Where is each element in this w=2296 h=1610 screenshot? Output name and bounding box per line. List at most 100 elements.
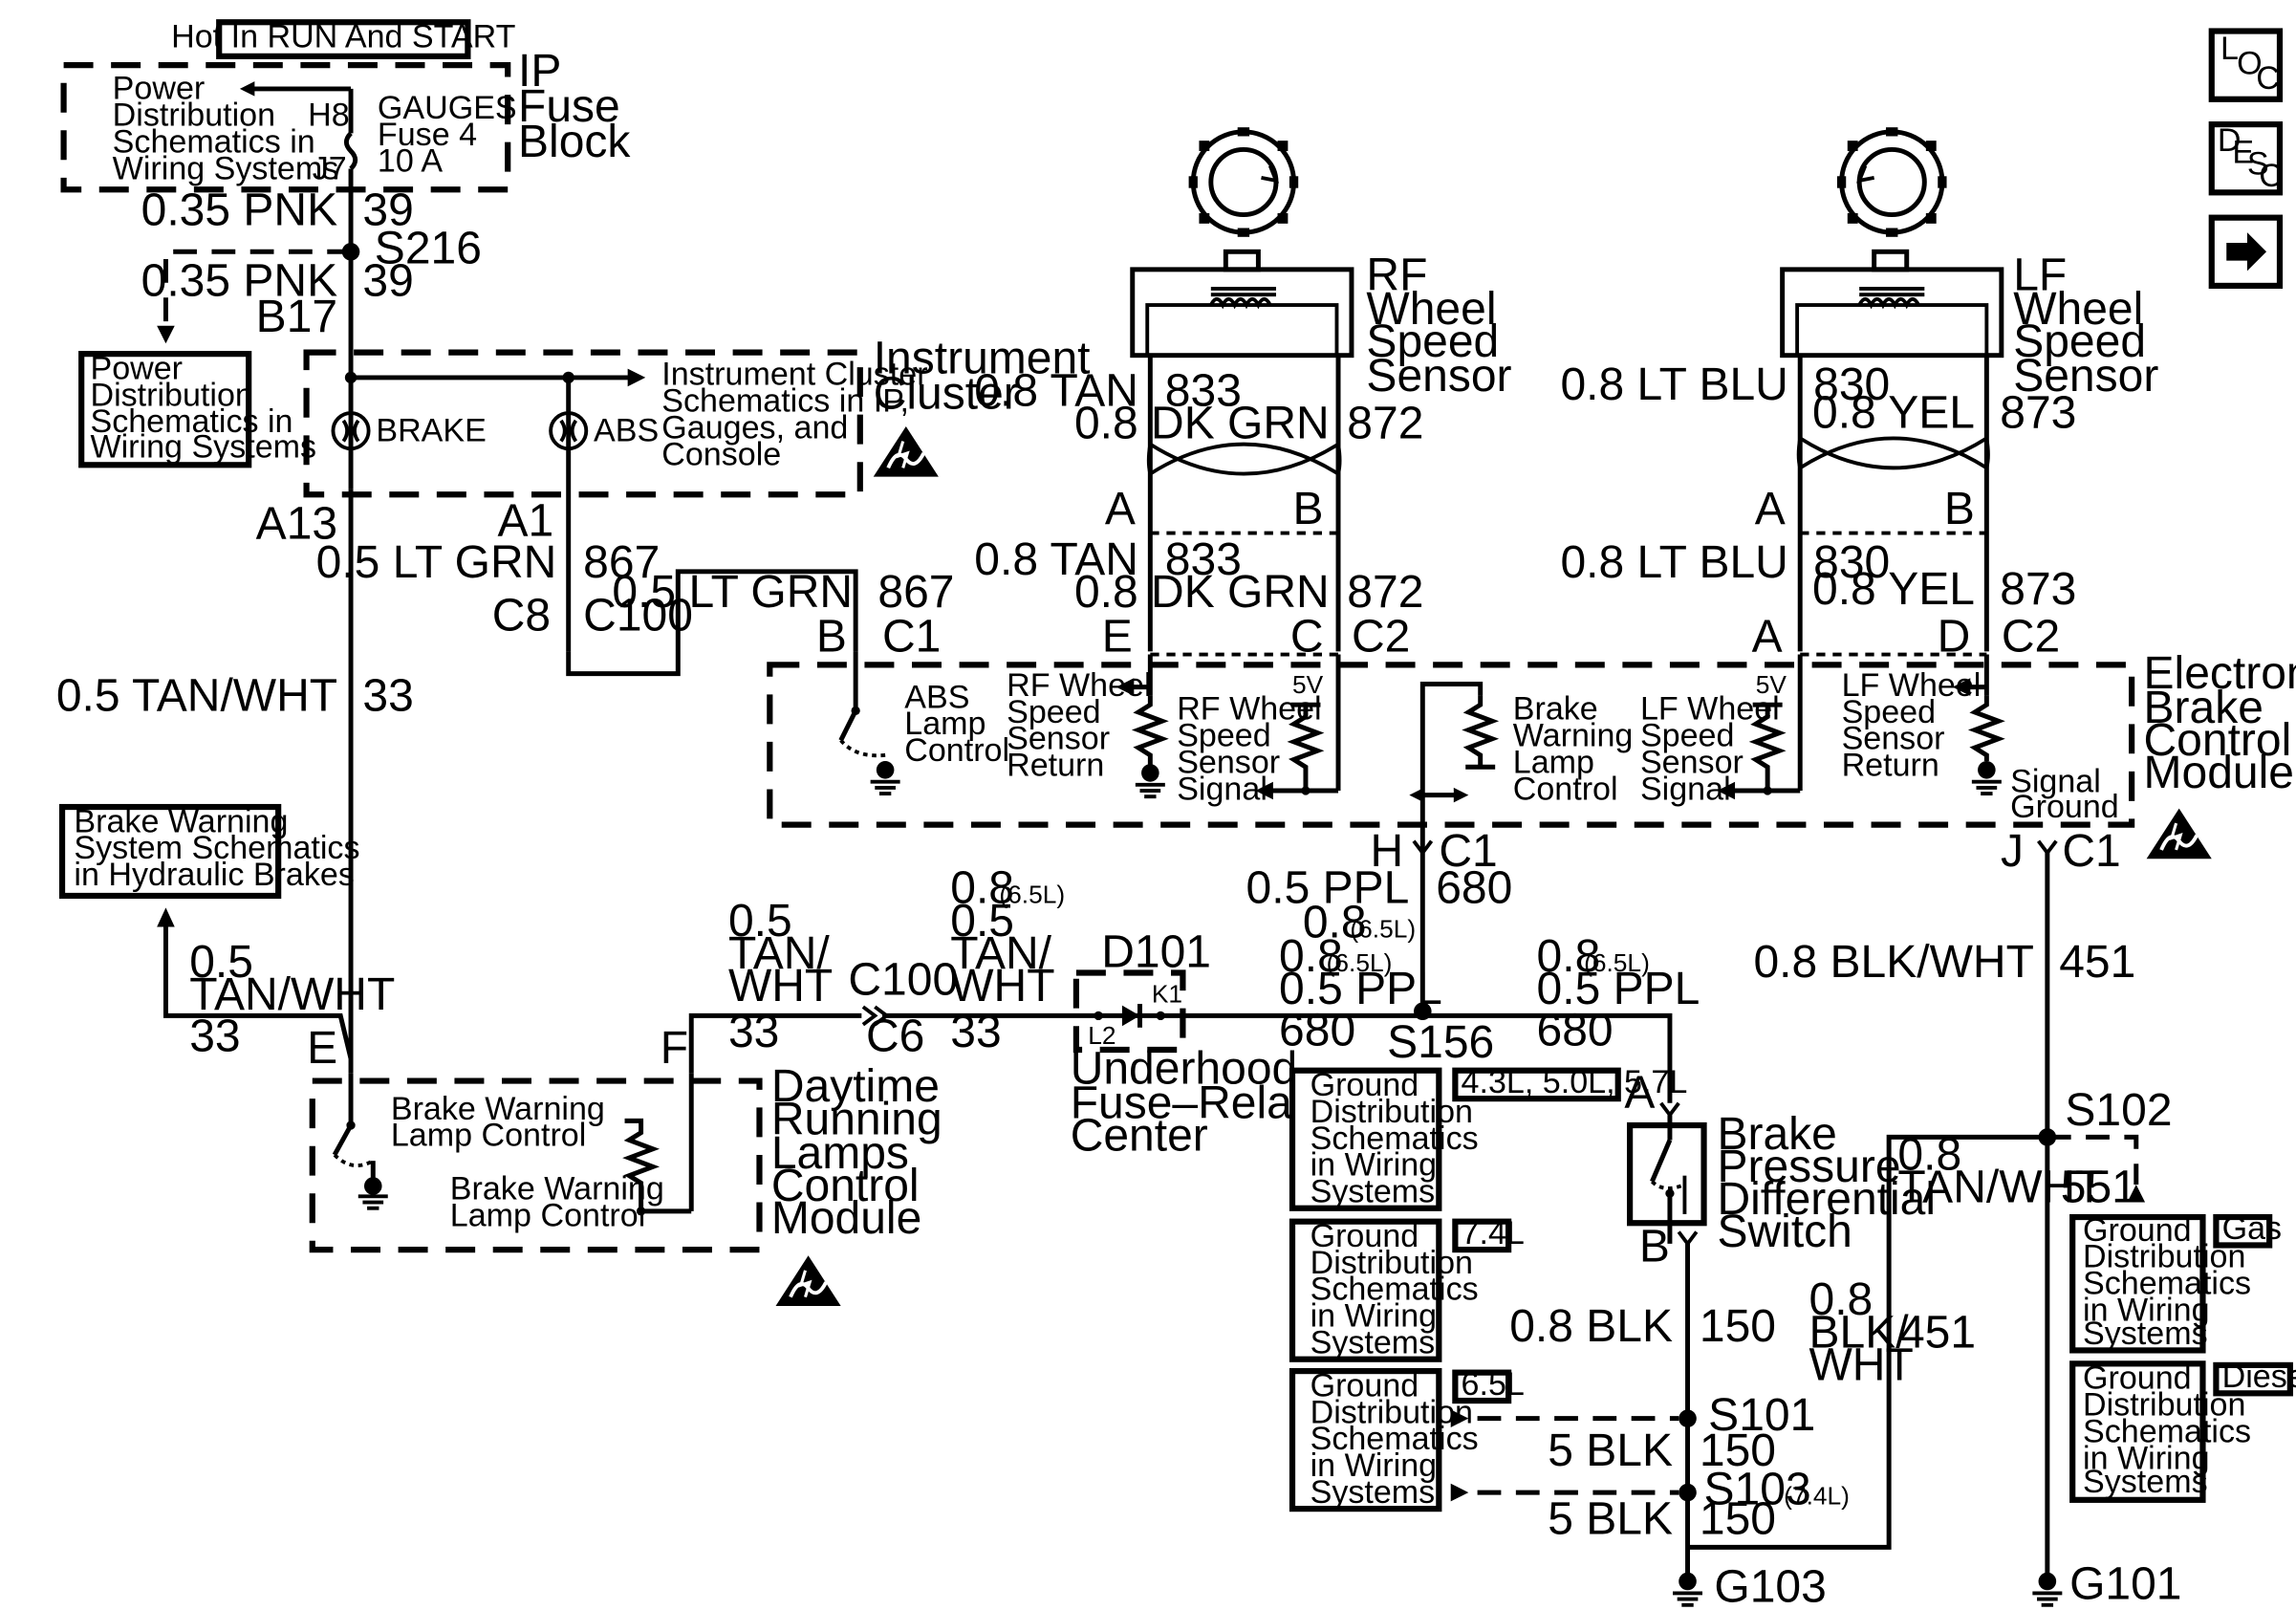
wire-05-lt-grn-1: 0.5 LT GRN (316, 537, 557, 588)
left-ref-4: Wiring Systems (90, 429, 316, 466)
bpds-t3: Differential (1717, 1174, 1936, 1225)
fuse-name: GAUGES (378, 90, 517, 126)
lfr-2: Speed (1842, 694, 1936, 730)
mid-tan: TAN/ (950, 928, 1051, 979)
rf-signal-resistor (1287, 705, 1325, 792)
rf-pin-a: A (1105, 484, 1136, 534)
lf-t4: Sensor (2013, 351, 2158, 402)
tw-num: 551 (2061, 1163, 2137, 1213)
lf-t2: Wheel (2013, 284, 2143, 335)
fuse-block-title-1: IP (518, 46, 561, 97)
pin-h8: H8 (308, 98, 350, 134)
g2-4: in Wiring (1310, 1298, 1438, 1335)
wire-150-1: 150 (1700, 1301, 1776, 1352)
rf-wheel-tone-ring-icon (1188, 127, 1299, 237)
ppl-r1b: (6.5L) (1584, 948, 1650, 977)
g1-5: Systems (1310, 1174, 1436, 1210)
ppl-1-num: 680 (1436, 863, 1512, 914)
ppl-2a: 0.8 (1303, 897, 1367, 947)
ebcm-pin-b: B (816, 611, 847, 662)
lf-t1: LF (2013, 250, 2067, 301)
drl-wire-1: 0.5 (728, 896, 792, 946)
rf-w1: 0.8 TAN (974, 365, 1138, 416)
lf-w4: 0.8 YEL (1812, 564, 1975, 615)
ppl-r2: 0.5 PPL (1537, 964, 1700, 1014)
rfr-4: Return (1007, 748, 1104, 784)
ground-g103-icon (1671, 1591, 1704, 1607)
ebcm-t3: Control (2144, 715, 2292, 766)
rf-5v: 5V (1292, 670, 1324, 699)
g4-1: Ground (2083, 1212, 2192, 1249)
rfs-2: Speed (1177, 718, 1271, 754)
ppl-3a: 0.8 (1279, 931, 1343, 982)
lfs-4: Signal (1640, 771, 1731, 807)
rf-w2-num: 872 (1347, 398, 1423, 448)
next-arrow-button[interactable] (2208, 214, 2284, 289)
pin-c8: C8 (492, 591, 551, 642)
diode-symbol (1121, 1005, 1140, 1027)
ppl-r-num: 680 (1537, 1005, 1614, 1055)
brake-pressure-differential-switch (1627, 1121, 1707, 1227)
fuse-ref-3: Schematics in (113, 124, 315, 161)
rf-w1-num: 833 (1165, 365, 1242, 416)
lf-twisted-pair (1796, 435, 1990, 471)
g2-5: Systems (1310, 1325, 1436, 1361)
rf-w2: 0.8 DK GRN (1074, 398, 1330, 448)
drl-title-1: Daytime (771, 1061, 940, 1112)
ground-tag-5 (2213, 1361, 2293, 1397)
ground-tag-2 (1452, 1218, 1512, 1253)
wire-150-2: 150 (1700, 1425, 1776, 1476)
fuse-4-symbol (343, 131, 358, 171)
ground-ref-box-1 (1289, 1067, 1442, 1211)
lf-w2: 0.8 YEL (1812, 388, 1975, 439)
bpds-pin-b: B (1639, 1221, 1670, 1272)
drl-switch-a (332, 1123, 354, 1157)
ebcm-pin-j: J (2001, 826, 2024, 877)
rf-w4: 0.8 DK GRN (1074, 567, 1330, 618)
drl-lbl-b1: Brake Warning (450, 1170, 664, 1207)
k1-label: K1 (1152, 979, 1182, 1008)
loc-button[interactable]: L O C (2208, 28, 2284, 102)
ppl-4: 0.5 PPL (1279, 964, 1442, 1014)
svg-text:S: S (2247, 146, 2269, 183)
fuse-block-title-2: Fuse (518, 81, 620, 132)
conn-c100-c6 (861, 1005, 890, 1027)
svg-text:D: D (2218, 122, 2242, 159)
rf-pin-b: B (1293, 484, 1324, 534)
g4-3: Schematics (2083, 1266, 2251, 1302)
fuse-ref-1: Power (113, 71, 206, 107)
pin-e-drl: E (307, 1023, 337, 1074)
bw-num: 451 (1899, 1307, 1976, 1358)
g5-4: in Wiring (2083, 1440, 2210, 1476)
lf-conn-c2: C2 (2002, 611, 2060, 662)
lfr-4: Return (1842, 748, 1939, 784)
ground-ref-box-4 (2069, 1213, 2206, 1354)
brake-lamp-label: BRAKE (376, 413, 486, 449)
left-ref-2: Distribution (90, 377, 252, 413)
drl-wire-num: 33 (728, 1007, 779, 1057)
g5-3: Schematics (2083, 1413, 2251, 1449)
drl-lbl-b2: Lamp Control (450, 1197, 645, 1233)
wire-08-blk: 0.8 BLK (1509, 1301, 1673, 1352)
desc-button[interactable]: D E S C (2208, 120, 2284, 196)
gas-ref-arrow (2127, 1184, 2146, 1203)
rf-coil (1209, 296, 1272, 310)
g5-tag: Diesel (2222, 1359, 2296, 1395)
wire-33-main: 33 (362, 670, 413, 721)
bw-2: BLK/ (1809, 1307, 1910, 1358)
splice-s103 (1679, 1483, 1697, 1502)
pin-a1: A1 (497, 496, 553, 547)
s101-label: S101 (1708, 1390, 1815, 1441)
ebcm-sg-1: Signal (2010, 764, 2101, 800)
underhood-3: Center (1071, 1110, 1208, 1161)
instrument-cluster (303, 349, 863, 498)
ebcm-t1: Electronic (2144, 648, 2296, 699)
tw-left-num: 33 (189, 1012, 240, 1062)
lfs-3: Sensor (1640, 744, 1744, 780)
rf-w4-num: 872 (1347, 567, 1423, 618)
mid-05: 0.5 (950, 896, 1014, 946)
g4-5: Systems (2083, 1316, 2208, 1352)
wire-05-lt-grn-2: 0.5 LT GRN (612, 567, 853, 618)
lf-w2-num: 873 (2000, 388, 2076, 439)
mid-65: (6.5L) (999, 881, 1065, 909)
